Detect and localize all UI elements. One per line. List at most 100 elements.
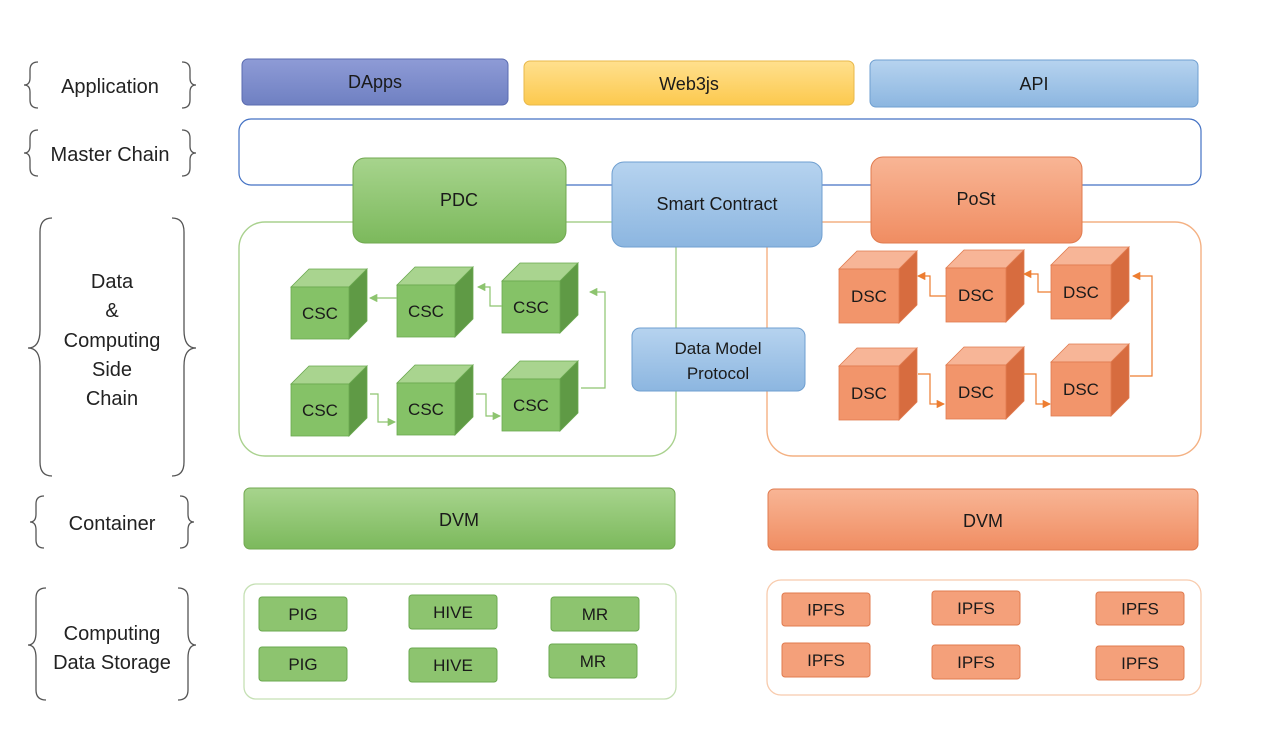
storage-left-bottom-2: HIVE xyxy=(408,647,498,683)
storage-right-top-3-label: IPFS xyxy=(1121,600,1159,619)
post-box xyxy=(870,156,1083,244)
storage-left-bottom-3-box xyxy=(548,643,638,679)
storage-right-top-1-box xyxy=(781,592,871,627)
storage-right-bottom-3: IPFS xyxy=(1095,645,1185,681)
side-chain-line-3: Computing xyxy=(64,330,161,352)
storage-label-line-1: Computing xyxy=(64,623,161,645)
storage-left-top-1-label: PIG xyxy=(288,605,317,624)
storage-right-bottom-1-label: IPFS xyxy=(807,651,845,670)
storage-right-bottom-3-label: IPFS xyxy=(1121,654,1159,673)
pdc-label: PDC xyxy=(440,190,478,210)
storage-right-container xyxy=(766,579,1202,696)
storage-right-bottom-1-box xyxy=(781,642,871,678)
pdc-box xyxy=(352,157,567,244)
dapps-label: DApps xyxy=(348,72,402,92)
storage-left-bottom-2-box xyxy=(408,647,498,683)
csc-cube-bottom-3: CSC xyxy=(501,360,579,432)
storage-left-top-1: PIG xyxy=(258,596,348,632)
csc-cube-bottom-2-front xyxy=(396,382,456,436)
storage-right-bottom-2-box xyxy=(931,644,1021,680)
dsc-arrow-3 xyxy=(1130,271,1153,377)
web3js-label: Web3js xyxy=(659,74,719,94)
storage-right-top-3: IPFS xyxy=(1095,591,1185,626)
csc-cube-top-1: CSC xyxy=(290,268,368,340)
csc-cube-bottom-3-front xyxy=(501,378,561,432)
dsc-cube-top-2-label: DSC xyxy=(958,286,994,305)
dsc-cube-bottom-1-front xyxy=(838,365,900,421)
csc-cube-bottom-2-label: CSC xyxy=(408,400,444,419)
dapps-box xyxy=(241,58,509,106)
storage-right-bottom-2: IPFS xyxy=(931,644,1021,680)
storage-right-top-2: IPFS xyxy=(931,590,1021,626)
side-chain-line-1: Data xyxy=(91,271,134,293)
storage-left-bottom-1-box xyxy=(258,646,348,682)
storage-left-top-3-label: MR xyxy=(582,605,608,624)
storage-left-bottom-3-label: MR xyxy=(580,652,606,671)
storage-right-top-2-label: IPFS xyxy=(957,599,995,618)
csc-cube-bottom-1-front xyxy=(290,383,350,437)
csc-cube-top-1-front xyxy=(290,286,350,340)
dsc-cube-top-1-label: DSC xyxy=(851,287,887,306)
dsc-arrow-4 xyxy=(918,373,946,409)
csc-cube-top-1-label: CSC xyxy=(302,304,338,323)
storage-right-top-1-label: IPFS xyxy=(807,601,845,620)
storage-right-top-1: IPFS xyxy=(781,592,871,627)
csc-cube-bottom-3-label: CSC xyxy=(513,396,549,415)
data-model-line-1: Data Model xyxy=(675,339,762,358)
side-chain-line-5: Chain xyxy=(86,388,138,410)
csc-arrow-3 xyxy=(581,287,606,389)
chain-connectors: PDC Smart Contract PoSt Data Model Proto… xyxy=(352,156,1083,392)
dsc-cube-bottom-3-label: DSC xyxy=(1063,380,1099,399)
dvm-left-box xyxy=(243,487,676,550)
dvm-right-box xyxy=(767,488,1199,551)
csc-arrow-4 xyxy=(370,393,397,427)
data-model-line-2: Protocol xyxy=(687,364,749,383)
storage-left-top-3: MR xyxy=(550,596,640,632)
dsc-cubes: DSC DSC DSC DSC DSC DSC xyxy=(838,246,1130,421)
csc-cube-top-2-label: CSC xyxy=(408,302,444,321)
csc-arrow-2 xyxy=(476,282,502,307)
storage-left-bottom-2-label: HIVE xyxy=(433,656,473,675)
csc-cube-top-2: CSC xyxy=(396,266,474,338)
csc-cube-bottom-1: CSC xyxy=(290,365,368,437)
post-label: PoSt xyxy=(956,189,995,209)
dsc-cube-top-1: DSC xyxy=(838,250,918,324)
side-chain-line-4: Side xyxy=(92,359,132,381)
storage-right-top-2-box xyxy=(931,590,1021,626)
dsc-cube-bottom-2: DSC xyxy=(945,346,1025,420)
layer-label-application: Application xyxy=(61,76,159,98)
web3js-box xyxy=(523,60,855,106)
layer-label-container: Container xyxy=(69,513,156,535)
dsc-cube-bottom-2-label: DSC xyxy=(958,383,994,402)
csc-arrow-5 xyxy=(476,393,502,421)
dsc-cube-bottom-3: DSC xyxy=(1050,343,1130,417)
dsc-cube-top-3-label: DSC xyxy=(1063,283,1099,302)
storage-label-line-2: Data Storage xyxy=(53,652,171,674)
csc-cube-bottom-1-label: CSC xyxy=(302,401,338,420)
dsc-cube-bottom-3-front xyxy=(1050,361,1112,417)
dsc-cube-top-3: DSC xyxy=(1050,246,1130,320)
api-label: API xyxy=(1019,74,1048,94)
storage-right-bottom-1: IPFS xyxy=(781,642,871,678)
layer-labels: Application Master Chain Data & Computin… xyxy=(23,61,197,701)
smart-contract-label: Smart Contract xyxy=(656,194,777,214)
side-chain-line-2: & xyxy=(105,300,119,322)
dsc-cube-bottom-1: DSC xyxy=(838,347,918,421)
csc-arrows xyxy=(368,282,606,427)
csc-cube-top-3: CSC xyxy=(501,262,579,334)
dsc-cube-bottom-2-front xyxy=(945,364,1007,420)
dsc-cube-top-2-front xyxy=(945,267,1007,323)
csc-cube-bottom-2: CSC xyxy=(396,364,474,436)
api-box xyxy=(869,59,1199,108)
dsc-arrow-1 xyxy=(916,271,946,297)
csc-cube-top-3-label: CSC xyxy=(513,298,549,317)
csc-cube-top-2-front xyxy=(396,284,456,338)
storage-left-top-2-label: HIVE xyxy=(433,603,473,622)
storage-left-top-1-box xyxy=(258,596,348,632)
storage-right-bottom-3-box xyxy=(1095,645,1185,681)
dsc-arrow-2 xyxy=(1022,269,1051,293)
storage-right-bottom-2-label: IPFS xyxy=(957,653,995,672)
dsc-arrow-5 xyxy=(1023,373,1052,409)
